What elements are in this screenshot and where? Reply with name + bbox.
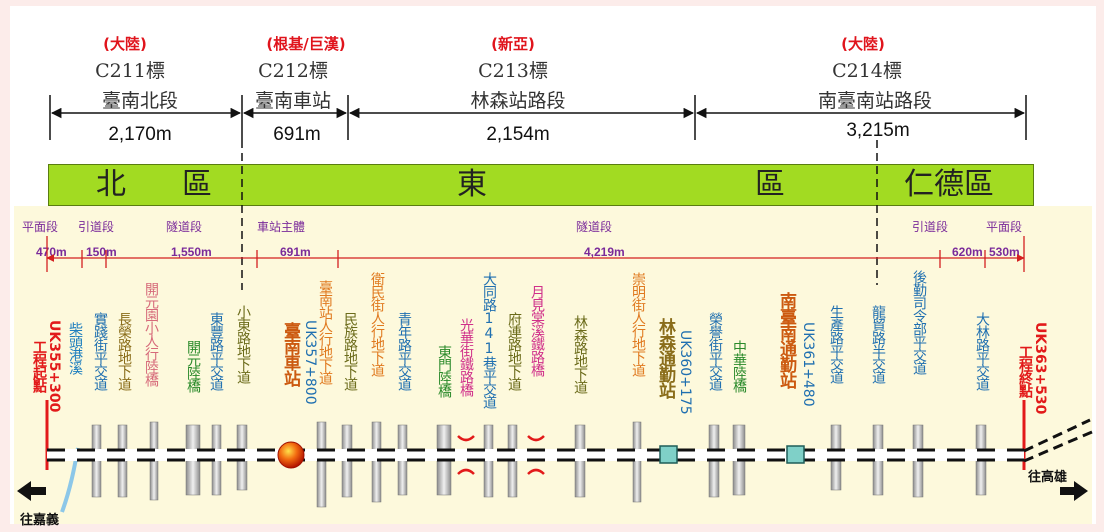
start-label: 工程起點 — [31, 340, 47, 392]
arrow-right-icon — [1060, 481, 1088, 501]
section-3-label: 隧道段 — [166, 220, 203, 234]
direction-kaohsiung: 往高雄 — [1028, 470, 1068, 485]
section-7-label: 平面段 — [986, 220, 1023, 234]
south-tainan-station-marker — [786, 445, 805, 464]
section-dimension-line — [46, 236, 1025, 272]
label-dongfeng-crossing: 東豐路平交道 — [208, 312, 224, 390]
label-yuejian-rail-bridge: 月見棠溪鐵路橋 — [529, 285, 545, 376]
label-chongming-ped-underpass: 崇明街人行地下道 — [630, 272, 646, 376]
label-shengchan-crossing: 生產路平交道 — [828, 305, 844, 383]
contract-3-name: 林森站路段 — [470, 90, 566, 112]
zone-north-char-2: 區 — [182, 167, 212, 202]
start-chainage: UK355+300 — [46, 320, 62, 413]
tainan-station-chainage: UK357+800 — [302, 320, 318, 405]
contract-3-length: 2,154m — [486, 124, 550, 145]
zone-east-char-2: 區 — [755, 167, 785, 202]
contract-4-owner: (大陸) — [841, 35, 885, 53]
direction-chiayi: 往嘉義 — [20, 513, 60, 528]
contract-2-name: 臺南車站 — [254, 90, 332, 112]
label-linsen-underpass: 林森路地下道 — [572, 315, 588, 393]
railway-bridges — [457, 435, 545, 475]
section-4-label: 車站主體 — [257, 220, 306, 234]
label-xiaodong-underpass: 小東路地下道 — [235, 305, 251, 383]
linsen-station-name: 林森通勤站 — [655, 318, 675, 398]
label-datong-crossing: 大同路141巷平交道 — [481, 272, 497, 408]
contract-3-code: C213標 — [478, 60, 548, 82]
end-chainage: UK363+530 — [1032, 322, 1048, 415]
zone-rende: 仁德區 — [904, 167, 994, 202]
section-2-label: 引道段 — [78, 220, 115, 234]
contract-2-owner: (根基/巨漢) — [266, 35, 346, 53]
label-fulian-underpass: 府連路地下道 — [506, 312, 522, 390]
label-longmao-crossing: 龍貿路半交道 — [870, 305, 886, 383]
contract-1-owner: (大陸) — [103, 35, 147, 53]
crossing-piers — [91, 421, 987, 508]
boundary-dashed-lines — [241, 140, 878, 290]
section-1-label: 平面段 — [22, 220, 59, 234]
district-bar — [48, 164, 1034, 206]
label-guanghua-rail-bridge: 光華街鐵路橋 — [458, 318, 474, 396]
label-changrong-underpass: 長榮路地下道 — [116, 312, 132, 390]
contract-4-name: 南臺南站路段 — [817, 90, 933, 112]
zone-north-char-1: 北 — [96, 167, 126, 202]
label-kaiyuan-ped-bridge: 開元園小人行陸橋 — [143, 282, 159, 386]
label-kaiyuan-overpass: 開元陸橋 — [185, 340, 201, 392]
contract-3-owner: (新亞) — [491, 35, 535, 53]
section-5-label: 隧道段 — [576, 220, 613, 234]
label-dalin-crossing: 大林路平交道 — [974, 312, 990, 390]
label-minzu-underpass: 民族路地下道 — [342, 312, 358, 390]
contract-4-code: C214標 — [832, 60, 902, 82]
label-qingnian-crossing: 青年路平交道 — [396, 312, 412, 390]
label-dongmen-overpass: 東門陸橋 — [436, 345, 452, 397]
contract-2-length: 691m — [273, 124, 321, 145]
contract-dimension-lines — [49, 95, 1027, 140]
contract-1-name: 臺南北段 — [101, 90, 179, 112]
zone-east-char-1: 東 — [457, 167, 487, 202]
linsen-station-marker — [659, 445, 678, 464]
arrow-left-icon — [17, 481, 46, 501]
south-tainan-station-name: 南臺南通勤站 — [776, 292, 796, 388]
linsen-station-chainage: UK360+175 — [677, 330, 693, 415]
label-weimin-ped-underpass: 衛民街人行地下道 — [369, 272, 385, 376]
label-logistics-command-crossing: 後勤司令部平交道 — [911, 270, 927, 374]
contract-1-code: C211標 — [95, 60, 165, 82]
tainan-station-marker — [277, 441, 305, 469]
contract-4-length: 3,215m — [846, 120, 910, 141]
south-tainan-station-chainage: UK361+480 — [800, 322, 816, 407]
section-6-label: 引道段 — [912, 220, 949, 234]
label-zhonghua-overpass: 中華陸橋 — [731, 340, 747, 392]
label-shijian-crossing: 實踐街平交道 — [92, 312, 108, 390]
contract-2-code: C212標 — [258, 60, 328, 82]
label-rongyu-crossing: 榮譽街平交道 — [707, 312, 723, 390]
tainan-station-name: 臺南車站 — [280, 322, 300, 386]
label-chaitou-creek: 柴頭港溪 — [67, 322, 83, 374]
label-tainan-ped-underpass: 臺南站人行地下道 — [317, 280, 333, 384]
railway-track — [47, 418, 1093, 463]
end-label: 工程終點 — [1017, 345, 1033, 397]
contract-1-length: 2,170m — [108, 124, 172, 145]
